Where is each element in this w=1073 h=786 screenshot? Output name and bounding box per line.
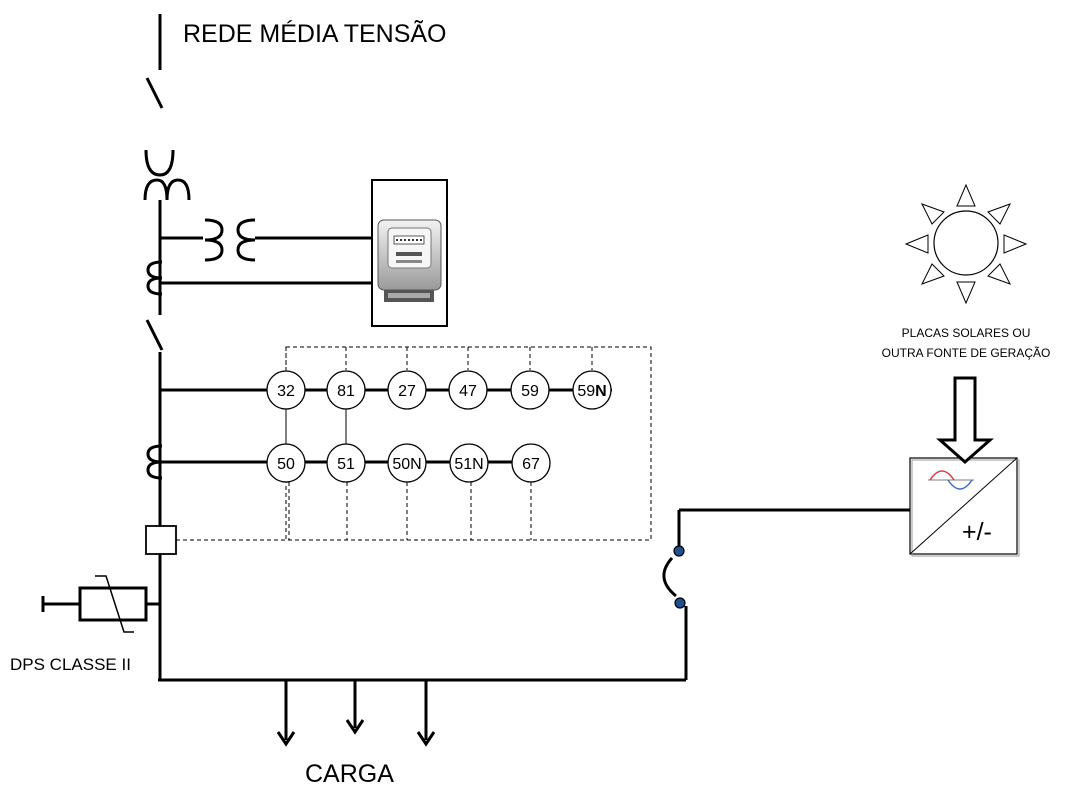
svg-text:50: 50 xyxy=(277,456,295,473)
solar-label-line2: OUTRA FONTE DE GERAÇÃO xyxy=(882,346,1051,360)
trip-signal-wiring xyxy=(176,346,652,541)
relay-27: 27 xyxy=(387,370,427,410)
main-breaker-switch xyxy=(145,319,164,351)
svg-text:67: 67 xyxy=(522,456,540,473)
relay-50n: 50N xyxy=(387,443,427,483)
relay-50: 50 xyxy=(266,443,306,483)
svg-text:51: 51 xyxy=(337,456,355,473)
relay-51: 51 xyxy=(326,443,366,483)
load-arrow-3 xyxy=(416,680,436,747)
load-arrow-2 xyxy=(345,680,365,735)
power-transformer-icon xyxy=(143,149,191,201)
solar-label-line1: PLACAS SOLARES OU xyxy=(902,326,1031,340)
mv-disconnect-switch xyxy=(145,77,164,109)
relay-32: 32 xyxy=(266,370,306,410)
svg-text:51N: 51N xyxy=(454,456,483,473)
grid-label: REDE MÉDIA TENSÃO xyxy=(183,19,447,48)
dps-label: DPS CLASSE II xyxy=(10,655,131,674)
relay-59n: 59N xyxy=(572,370,612,410)
generation-breaker-icon xyxy=(662,545,686,609)
surge-protector-icon xyxy=(41,575,160,633)
svg-text:27: 27 xyxy=(398,383,416,400)
svg-text:47: 47 xyxy=(459,383,477,400)
svg-text:59N: 59N xyxy=(577,383,606,400)
measurement-ct-icon xyxy=(204,218,256,262)
metering-ct-coil xyxy=(146,260,163,296)
svg-text:59: 59 xyxy=(521,383,539,400)
relay-47: 47 xyxy=(448,370,488,410)
inverter-sign: +/- xyxy=(962,518,992,546)
relay-67: 67 xyxy=(511,443,551,483)
circuit-breaker-box xyxy=(145,525,177,555)
load-label: CARGA xyxy=(305,760,394,786)
energy-meter-icon xyxy=(371,179,448,327)
sun-icon xyxy=(904,183,1028,305)
relay-51n: 51N xyxy=(449,443,489,483)
load-arrow-1 xyxy=(276,680,296,747)
svg-text:81: 81 xyxy=(337,383,355,400)
inverter-icon: +/- xyxy=(909,457,1020,557)
relay-59: 59 xyxy=(510,370,550,410)
svg-text:32: 32 xyxy=(277,383,295,400)
relay-81: 81 xyxy=(326,370,366,410)
power-flow-arrow xyxy=(936,376,994,464)
svg-text:50N: 50N xyxy=(392,456,421,473)
